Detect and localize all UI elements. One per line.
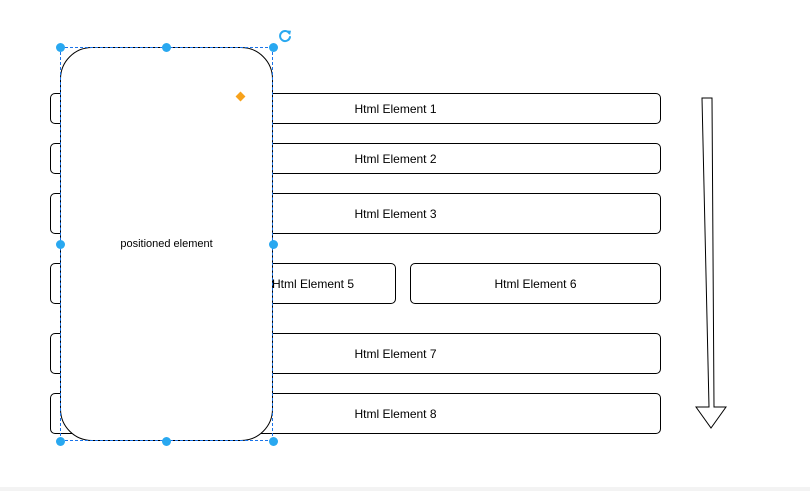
html-element-7-label: Html Element 7 — [354, 346, 437, 361]
html-element-1-label: Html Element 1 — [354, 101, 437, 116]
html-element-6-label: Html Element 6 — [494, 276, 577, 291]
arrow-down-icon[interactable] — [693, 97, 729, 431]
resize-handle-top[interactable] — [162, 43, 171, 52]
rotate-icon[interactable] — [277, 28, 293, 44]
html-element-6[interactable]: Html Element 6 — [410, 263, 661, 304]
resize-handle-right[interactable] — [269, 240, 278, 249]
html-element-2-label: Html Element 2 — [354, 151, 437, 166]
html-element-5-label: Html Element 5 — [271, 276, 355, 291]
resize-handle-bottom-right[interactable] — [269, 437, 278, 446]
resize-handle-left[interactable] — [56, 240, 65, 249]
html-element-3-label: Html Element 3 — [354, 206, 437, 221]
resize-handle-bottom[interactable] — [162, 437, 171, 446]
positioned-element[interactable]: positioned element — [60, 47, 273, 441]
positioned-element-label: positioned element — [120, 238, 213, 250]
resize-handle-top-left[interactable] — [56, 43, 65, 52]
canvas-bottom-edge — [0, 487, 810, 491]
html-element-8-label: Html Element 8 — [354, 406, 437, 421]
resize-handle-top-right[interactable] — [269, 43, 278, 52]
resize-handle-bottom-left[interactable] — [56, 437, 65, 446]
